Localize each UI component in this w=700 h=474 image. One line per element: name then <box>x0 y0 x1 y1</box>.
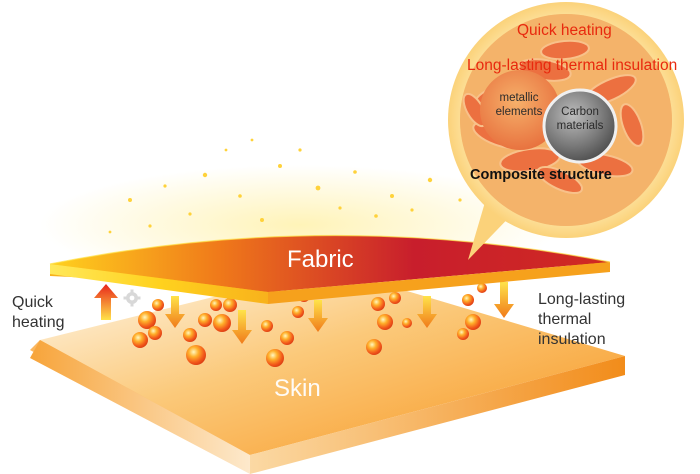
fabric-label: Fabric <box>287 246 354 273</box>
heat-particle-icon <box>148 326 162 340</box>
heat-sparkles <box>108 138 462 234</box>
zoom-benefit-quick-heating: Quick heating <box>517 22 612 39</box>
zoom-callout <box>448 2 684 260</box>
carbon-materials-label: Carbon materials <box>548 105 612 133</box>
heat-particles <box>132 283 487 367</box>
heat-particle-icon <box>366 339 382 355</box>
heat-particle-icon <box>183 328 197 342</box>
insulation-line-2: thermal <box>538 311 592 328</box>
metallic-line-2: elements <box>495 106 543 118</box>
arrow-down-icon <box>417 296 437 328</box>
insulation-line-3: insulation <box>538 331 606 348</box>
heat-particle-icon <box>377 314 393 330</box>
insulation-line-1: Long-lasting <box>538 291 626 308</box>
fabric-layer <box>49 234 611 304</box>
heat-particle-icon <box>261 320 273 332</box>
skin-label: Skin <box>274 375 321 402</box>
zoom-benefit-insulation: Long-lasting thermal insulation <box>467 57 678 74</box>
heat-particle-icon <box>210 299 222 311</box>
carbon-materials-disc <box>542 88 618 164</box>
heat-particle-icon <box>402 318 412 328</box>
heat-particle-icon <box>152 299 164 311</box>
heat-particle-icon <box>462 294 474 306</box>
arrow-down-icon <box>165 296 185 328</box>
heat-particle-icon <box>132 332 148 348</box>
arrow-up-icon <box>94 284 118 320</box>
carbon-line-2: materials <box>556 120 604 132</box>
quick-heating-line-1: Quick <box>12 294 53 311</box>
arrow-down-icon <box>494 282 514 318</box>
heat-particle-icon <box>186 345 206 365</box>
arrow-down-icon <box>232 310 252 344</box>
heat-particle-icon <box>292 306 304 318</box>
heat-particle-icon <box>138 311 156 329</box>
arrow-down-icon <box>308 300 328 332</box>
heat-particle-icon <box>389 292 401 304</box>
insulation-caption: Long-lasting thermal insulation <box>538 290 625 350</box>
heat-particle-icon <box>280 331 294 345</box>
metallic-elements-disc <box>480 70 560 150</box>
carbon-line-1: Carbon <box>561 106 599 118</box>
heat-particle-icon <box>477 283 487 293</box>
metallic-elements-label: metallic elements <box>484 91 554 119</box>
heat-particle-icon <box>457 328 469 340</box>
heat-particle-icon <box>198 313 212 327</box>
gear-icon <box>123 289 141 307</box>
arrow-down-group <box>165 282 514 344</box>
skin-layer <box>30 268 625 474</box>
heat-particle-icon <box>266 349 284 367</box>
heat-particle-icon <box>465 314 481 330</box>
heat-particle-icon <box>371 297 385 311</box>
heat-particle-icon <box>213 314 231 332</box>
composite-structure-caption: Composite structure <box>470 167 612 183</box>
heat-particle-icon <box>223 298 237 312</box>
quick-heating-line-2: heating <box>12 314 65 331</box>
quick-heating-caption: Quick heating <box>12 293 65 333</box>
metallic-line-1: metallic <box>499 92 539 104</box>
